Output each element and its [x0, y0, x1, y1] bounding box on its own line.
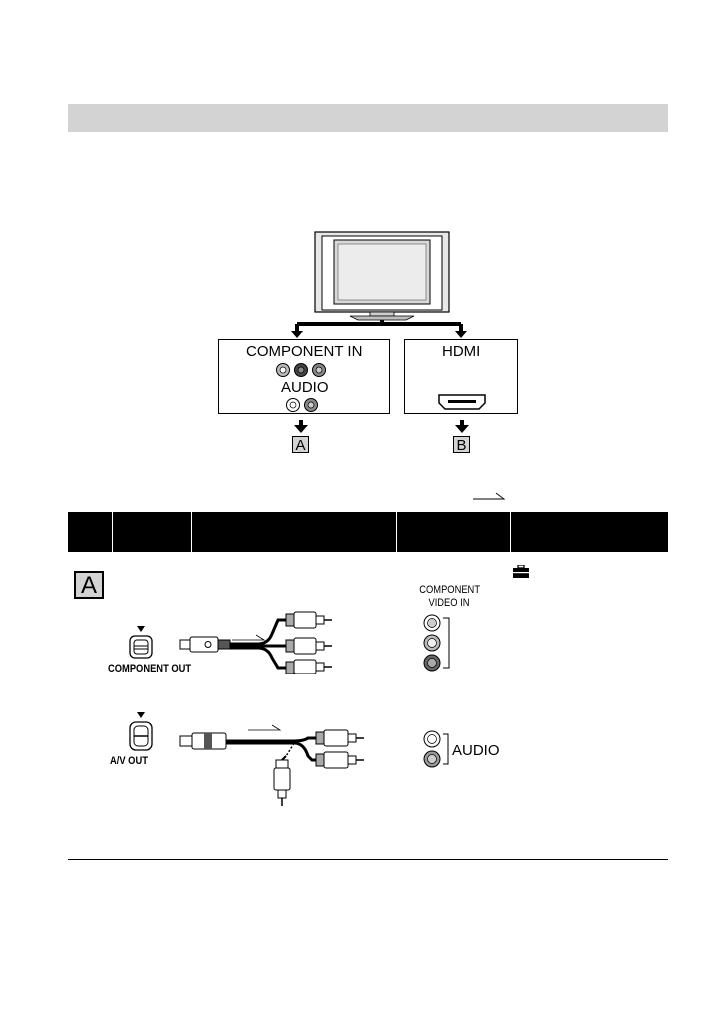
hdmi-label: HDMI: [442, 343, 481, 360]
component-cable-illustration: [179, 611, 332, 674]
marker-b: B: [453, 436, 470, 454]
tv-illustration: [291, 231, 467, 338]
down-arrow-icon: [455, 420, 469, 433]
marker-a: A: [292, 436, 309, 454]
av-out-jack-icon: [129, 712, 153, 751]
component-out-jack-icon: [129, 626, 153, 659]
tv-component-label-line1: COMPONENT: [419, 584, 481, 596]
tv-audio-label: AUDIO: [452, 742, 500, 759]
tv-component-jacks-icon: [423, 614, 450, 672]
section-header-bar: [68, 104, 668, 132]
av-out-label: A/V OUT: [110, 755, 148, 767]
tv-component-label-line2: VIDEO IN: [428, 597, 470, 609]
table-header: [68, 512, 668, 552]
tv-audio-jacks-icon: [423, 730, 449, 768]
audio-jacks-icon: [286, 398, 318, 412]
toolbox-icon: [513, 565, 529, 578]
audio-in-label: AUDIO: [281, 379, 329, 396]
component-jacks-icon: [276, 363, 326, 377]
arrow-outline-icon: [473, 492, 506, 500]
component-in-label: COMPONENT IN: [246, 343, 363, 360]
component-out-label: COMPONENT OUT: [108, 663, 192, 675]
component-input-panel: COMPONENT IN AUDIO: [218, 339, 390, 414]
row-marker-a: A: [74, 571, 104, 599]
av-cable-illustration: [179, 724, 364, 806]
hdmi-port-icon: [438, 394, 486, 410]
bottom-rule: [68, 859, 668, 860]
down-arrow-icon: [294, 420, 308, 433]
hdmi-input-panel: HDMI: [404, 339, 518, 414]
